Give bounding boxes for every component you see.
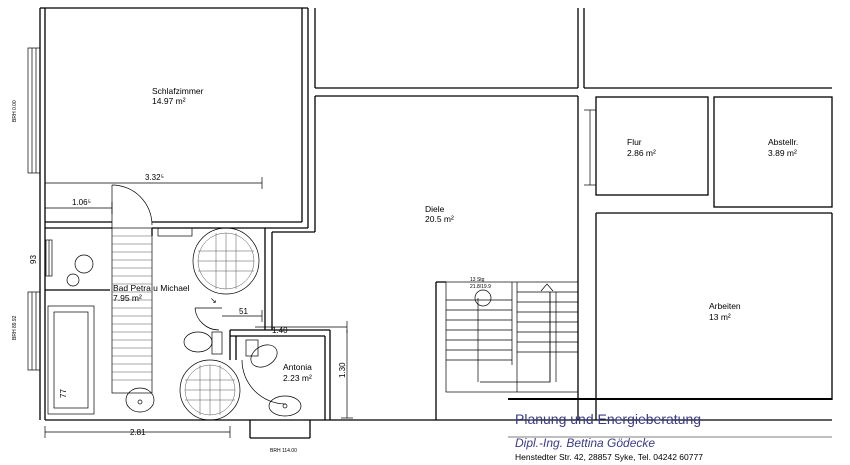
label-bad-name: Bad Petra u Michael	[113, 283, 190, 293]
label-flur-name: Flur	[627, 137, 642, 147]
plant-circle-1	[74, 254, 94, 274]
window-note-mid: BRH 89.92	[12, 315, 18, 340]
room-abstellr	[713, 96, 833, 208]
window-flur	[584, 109, 596, 186]
dim-label-3-32: 3.32⁵	[145, 173, 164, 182]
window-note-bottom: BRH 114.00	[270, 448, 297, 454]
window-top	[27, 47, 41, 174]
title-engineer: Dipl.-Ing. Bettina Gödecke	[515, 436, 655, 450]
room-flur	[595, 96, 709, 196]
door-swing-bedroom	[111, 184, 153, 226]
label-schlafzimmer-area: 14.97 m²	[152, 96, 186, 106]
plant-circle-2	[66, 273, 80, 287]
left-wall	[39, 7, 46, 420]
dim-label-51: 51	[239, 307, 248, 316]
window-note-top: BRH 0.00	[12, 100, 18, 122]
dim-label-93: 93	[29, 255, 38, 264]
dimension-2-81	[44, 426, 231, 438]
label-arbeiten-name: Arbeiten	[709, 301, 741, 311]
room-antonia	[229, 329, 331, 420]
room-diele-walls	[264, 228, 446, 420]
label-diele-name: Diele	[425, 204, 445, 214]
title-address: Henstedter Str. 42, 28857 Syke, Tel. 042…	[515, 452, 703, 462]
towel-radiator	[45, 239, 53, 277]
dim-label-1-30: 1.30	[338, 362, 347, 378]
tiled-floor-strip	[111, 227, 153, 394]
dim-label-1-40: 1.40	[272, 326, 288, 335]
label-antonia-name: Antonia	[283, 362, 312, 372]
label-arbeiten-area: 13 m²	[709, 312, 731, 322]
dim-label-77: 77	[59, 389, 68, 398]
staircase	[445, 281, 579, 393]
window-middle	[27, 291, 41, 371]
dim-label-2-81: 2.81	[130, 428, 146, 437]
stairs-steps-label: 13 Stg	[470, 277, 485, 283]
dimension-1-06	[45, 202, 113, 214]
sink-antonia	[268, 395, 302, 417]
title-company: Planung und Energieberatung	[515, 411, 701, 427]
stairs-ratio-label: 21.8/19.9	[470, 284, 491, 290]
room-schlafzimmer	[45, 7, 309, 229]
round-shower-top	[192, 227, 260, 295]
toilet-antonia	[245, 339, 278, 368]
label-schlafzimmer-name: Schlafzimmer	[152, 86, 204, 96]
door-swing-antonia	[241, 359, 287, 405]
label-bad-area: 7.95 m²	[113, 293, 142, 303]
dimension-1-40	[255, 321, 348, 333]
title-block	[508, 398, 832, 438]
bathtub	[47, 305, 95, 415]
toilet-bad	[183, 331, 223, 355]
label-diele-area: 20.5 m²	[425, 214, 454, 224]
dimension-3-32	[44, 177, 263, 189]
room-arbeiten	[595, 212, 833, 420]
dim-label-1-06: 1.06⁵	[72, 198, 91, 207]
bottom-wall	[45, 419, 832, 439]
label-abstellr-name: Abstellr.	[768, 137, 798, 147]
label-antonia-area: 2.23 m²	[283, 373, 312, 383]
sink-bad	[125, 387, 155, 413]
round-shower-bottom	[179, 359, 241, 421]
label-flur-area: 2.86 m²	[627, 148, 656, 158]
dimension-1-30	[341, 330, 353, 419]
dimension-51	[222, 310, 263, 322]
label-abstellr-area: 3.89 m²	[768, 148, 797, 158]
door-swing-bath-lower	[194, 307, 220, 331]
top-right-walls	[314, 8, 832, 420]
dim-label-51-arrow: ↘	[210, 296, 217, 305]
